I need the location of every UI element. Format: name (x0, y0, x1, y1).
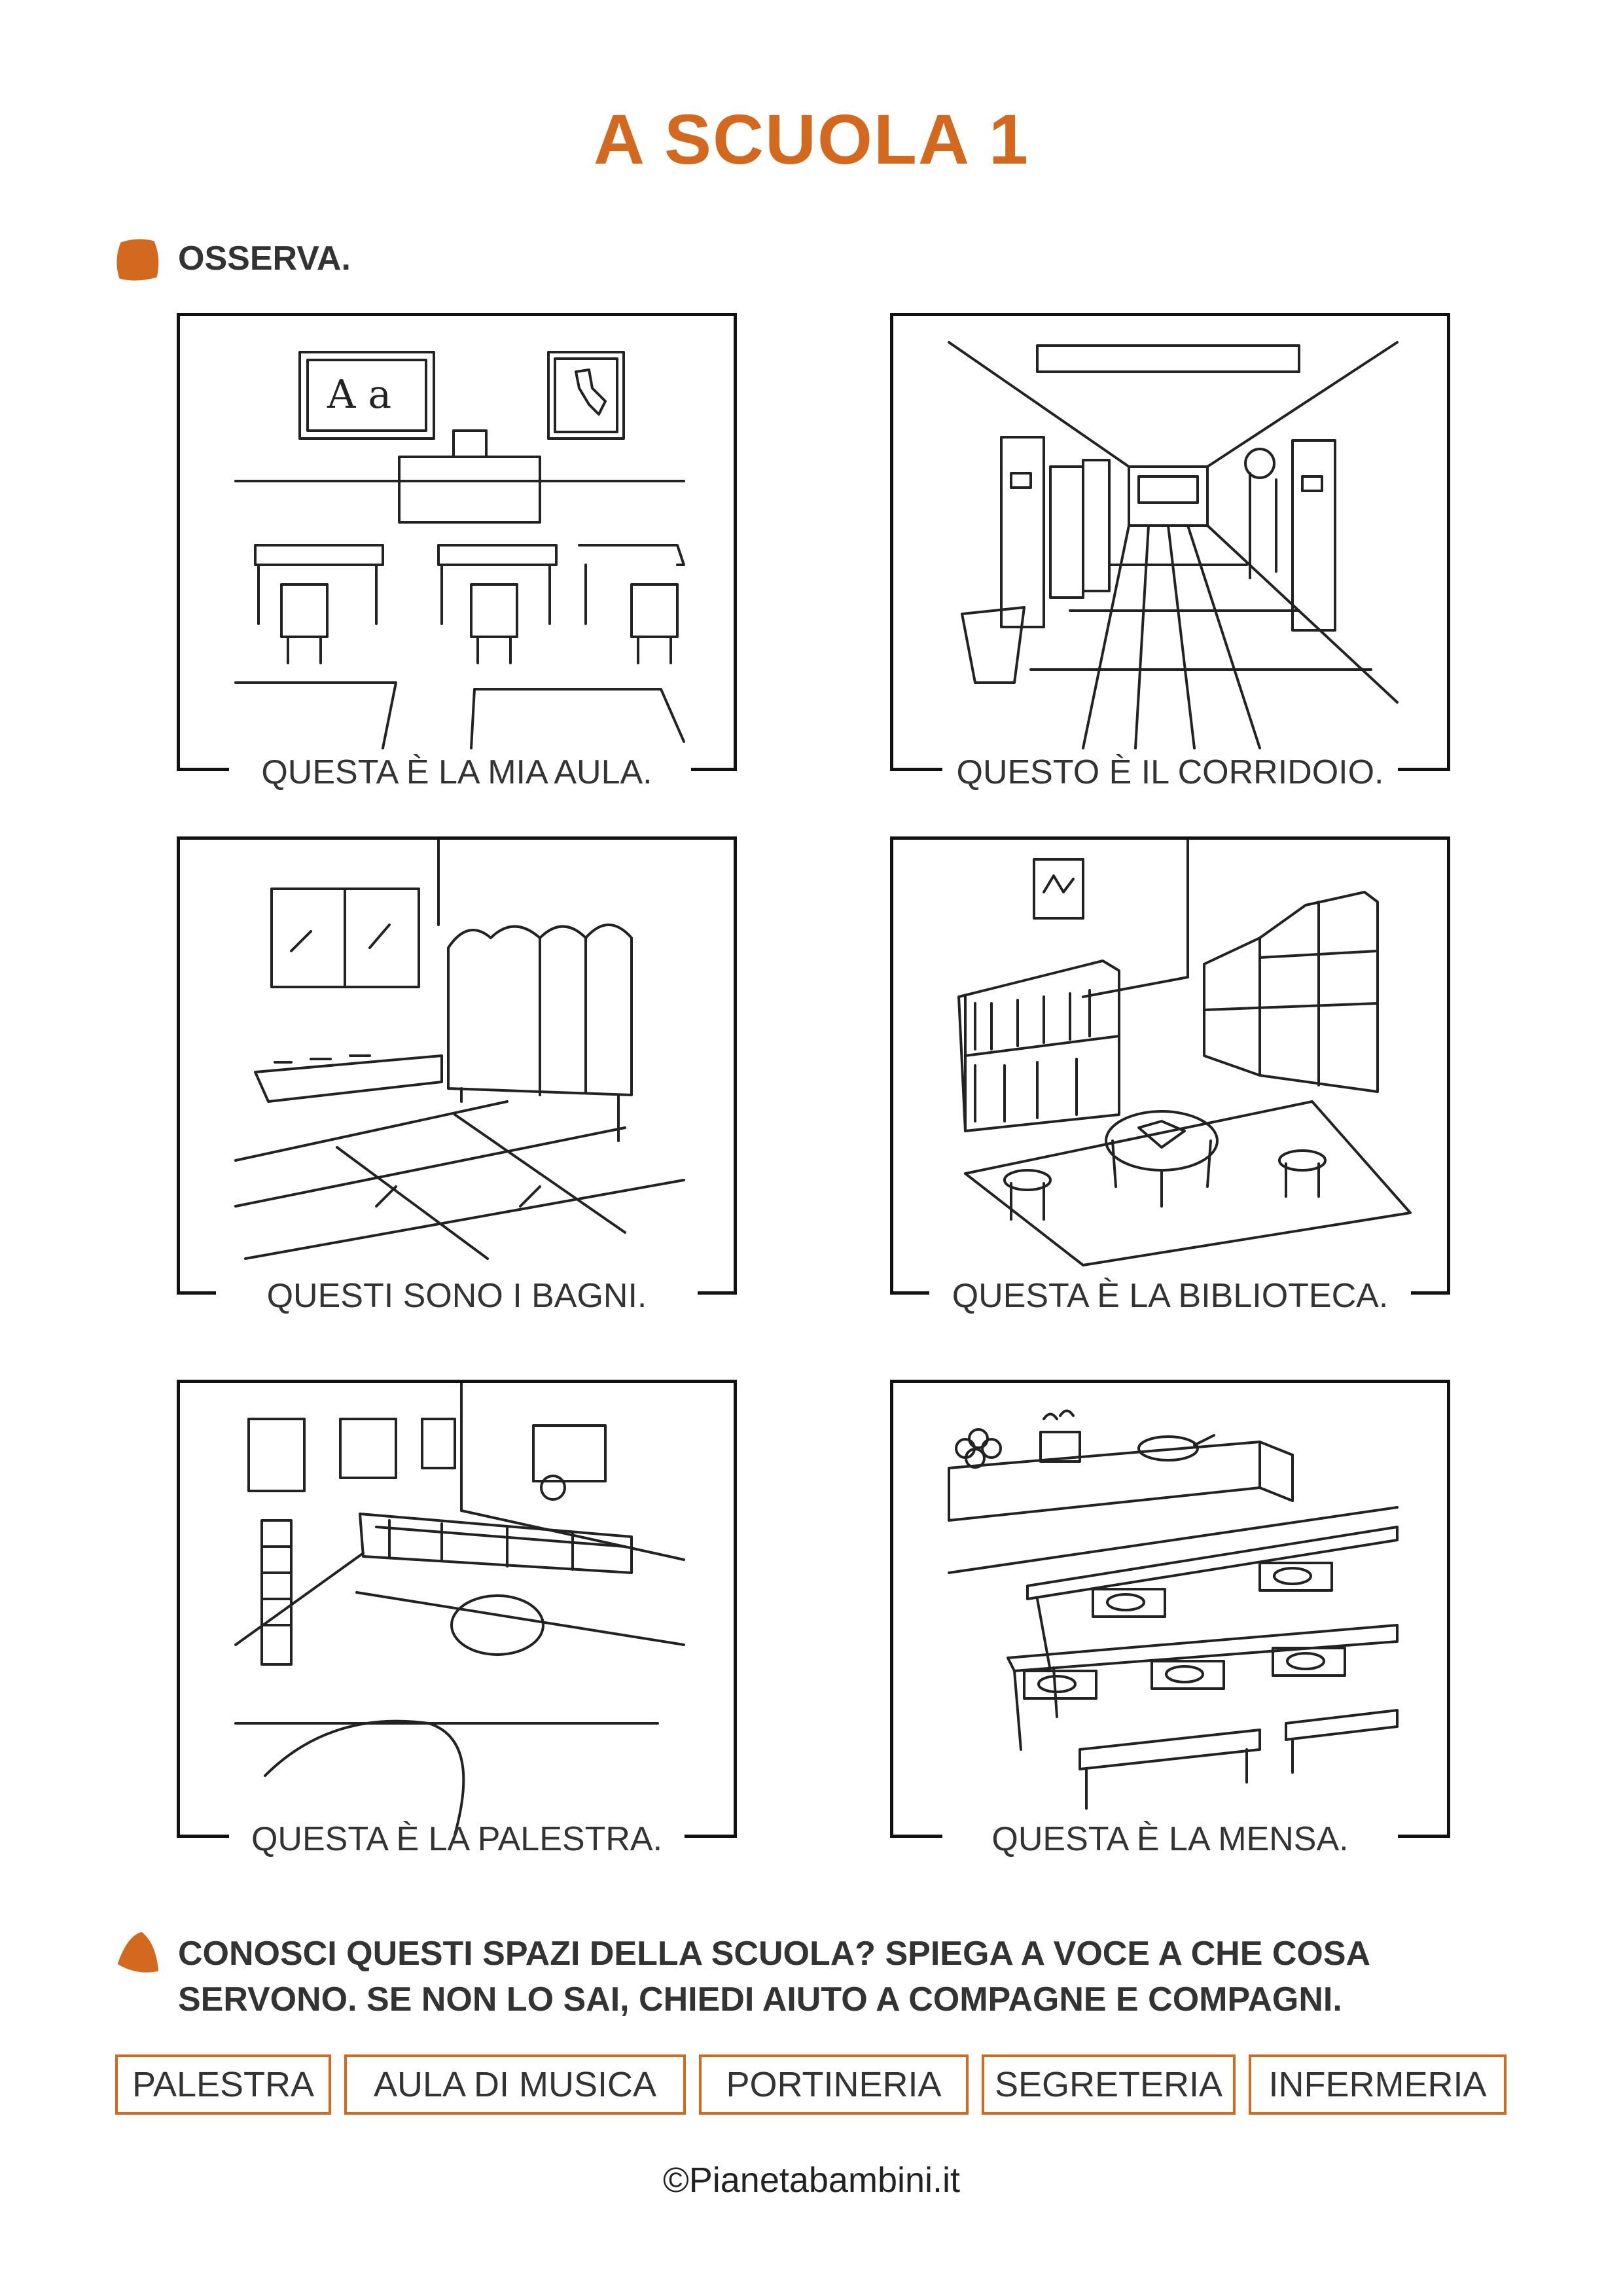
panel-bathroom: QUESTI SONO I BAGNI. (177, 836, 737, 1315)
instruction-question-line2: SERVONO. SE NON LO SAI, CHIEDI AIUTO A C… (178, 1981, 1342, 2018)
classroom-illustration: A a (234, 351, 685, 749)
caption-gym: QUESTA È LA PALESTRA. (251, 1820, 663, 1858)
caption-corridor: QUESTO È IL CORRIDOIO. (956, 753, 1384, 791)
caption-bathroom: QUESTI SONO I BAGNI. (266, 1277, 647, 1315)
orange-blob-icon (118, 1932, 158, 1973)
gym-illustration (234, 1383, 685, 1835)
bathroom-illustration (234, 840, 685, 1260)
panel-gym: QUESTA È LA PALESTRA. (177, 1380, 737, 1858)
caption-classroom: QUESTA È LA MIA AULA. (261, 753, 652, 791)
word-box-segreteria: SEGRETERIA (982, 2054, 1236, 2115)
instruction-question-line1: CONOSCI QUESTI SPAZI DELLA SCUOLA? SPIEG… (178, 1935, 1371, 1973)
panel-library: QUESTA È LA BIBLIOTECA. (890, 836, 1450, 1315)
orange-blob-icon (116, 239, 159, 281)
word-box-aula-di-musica: AULA DI MUSICA (344, 2054, 686, 2115)
panel-corridor: QUESTO È IL CORRIDOIO. (890, 313, 1450, 791)
corridor-illustration (948, 341, 1399, 749)
instruction-observe: OSSERVA. (178, 240, 351, 278)
word-box-palestra: PALESTRA (115, 2054, 331, 2115)
svg-text:A a: A a (327, 372, 391, 418)
canteen-illustration (948, 1409, 1399, 1810)
panel-canteen: QUESTA È LA MENSA. (890, 1380, 1450, 1858)
word-box-infermeria: INFERMERIA (1249, 2054, 1507, 2115)
word-box-portineria: PORTINERIA (699, 2054, 969, 2115)
caption-canteen: QUESTA È LA MENSA. (991, 1820, 1349, 1858)
panel-classroom: A a QUESTA È LA MIA AULA. (177, 313, 737, 791)
caption-library: QUESTA È LA BIBLIOTECA. (952, 1277, 1389, 1315)
library-illustration (957, 840, 1412, 1266)
page-title: A SCUOLA 1 (593, 99, 1030, 179)
footer-copyright: ©Pianetabambini.it (662, 2161, 961, 2200)
